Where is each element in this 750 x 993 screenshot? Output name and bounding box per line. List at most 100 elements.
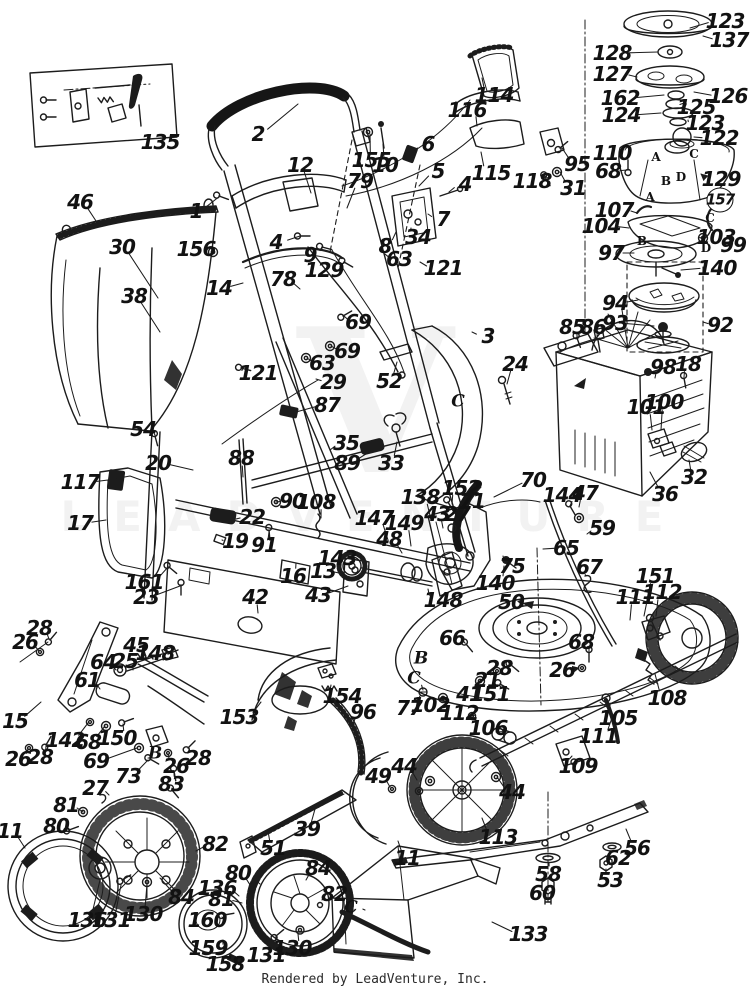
part-callout-C: C bbox=[407, 668, 421, 689]
part-callout-4: 4 bbox=[458, 172, 473, 196]
part-callout-161: 161 bbox=[124, 570, 165, 594]
part-callout-91: 91 bbox=[251, 533, 278, 557]
part-callout-33: 33 bbox=[378, 451, 405, 475]
part-callout-16: 16 bbox=[280, 564, 307, 588]
part-callout-53: 53 bbox=[597, 868, 624, 892]
part-callout-155: 155 bbox=[351, 148, 392, 172]
part-callout-1: 1 bbox=[189, 199, 204, 223]
part-callout-109: 109 bbox=[558, 754, 599, 778]
part-callout-106: 106 bbox=[468, 716, 509, 740]
part-callout-13: 13 bbox=[310, 559, 337, 583]
part-callout-69: 69 bbox=[345, 310, 372, 334]
part-callout-49: 49 bbox=[365, 764, 392, 788]
part-callout-149: 149 bbox=[384, 511, 425, 535]
part-callout-140: 140 bbox=[697, 256, 738, 280]
part-callout-94: 94 bbox=[602, 291, 629, 315]
part-callout-5: 5 bbox=[431, 159, 446, 183]
part-callout-152: 152 bbox=[441, 476, 482, 500]
part-callout-63: 63 bbox=[309, 351, 336, 375]
part-callout-133: 133 bbox=[508, 922, 549, 946]
part-callout-151: 151 bbox=[470, 682, 511, 706]
part-callout-19: 19 bbox=[222, 529, 249, 553]
part-callout-102: 102 bbox=[410, 693, 451, 717]
part-callout-D: D bbox=[700, 241, 712, 255]
part-callout-158: 158 bbox=[205, 952, 246, 976]
part-callout-131: 131 bbox=[91, 908, 132, 932]
part-callout-127: 127 bbox=[592, 62, 633, 86]
part-callout-89: 89 bbox=[334, 451, 361, 475]
part-callout-121: 121 bbox=[423, 256, 464, 280]
part-callout-148: 148 bbox=[135, 641, 176, 665]
part-callout-82: 82 bbox=[321, 882, 348, 906]
left-arm-linkage bbox=[19, 621, 209, 783]
part-callout-34: 34 bbox=[405, 225, 432, 249]
part-callout-108: 108 bbox=[296, 490, 337, 514]
part-callout-68: 68 bbox=[568, 630, 595, 654]
part-callout-101: 101 bbox=[626, 395, 667, 419]
part-callout-159: 159 bbox=[188, 936, 229, 960]
footer-credit: Rendered by LeadVenture, Inc. bbox=[261, 972, 489, 987]
part-callout-C: C bbox=[344, 897, 358, 918]
part-callout-26: 26 bbox=[549, 658, 576, 682]
part-callout-67: 67 bbox=[576, 555, 603, 579]
part-callout-B: B bbox=[147, 743, 163, 764]
part-callout-157: 157 bbox=[706, 187, 735, 213]
part-callout-137: 137 bbox=[709, 28, 750, 52]
part-callout-128: 128 bbox=[592, 41, 633, 65]
part-callout-156: 156 bbox=[176, 237, 217, 261]
part-callout-52: 52 bbox=[376, 369, 403, 393]
part-callout-C: C bbox=[451, 391, 465, 412]
part-callout-84: 84 bbox=[168, 885, 195, 909]
part-callout-138: 138 bbox=[400, 485, 441, 509]
part-callout-144: 144 bbox=[542, 483, 583, 507]
part-callout-43: 43 bbox=[305, 583, 332, 607]
part-callout-122: 122 bbox=[699, 126, 740, 150]
part-callout-8: 8 bbox=[378, 234, 393, 258]
part-callout-111: 111 bbox=[578, 724, 619, 748]
part-callout-130: 130 bbox=[123, 902, 164, 926]
part-callout-38: 38 bbox=[121, 284, 148, 308]
part-callout-80: 80 bbox=[43, 814, 70, 838]
clutch-stack bbox=[584, 10, 735, 333]
part-callout-92: 92 bbox=[707, 313, 734, 337]
part-callout-75: 75 bbox=[499, 554, 526, 578]
part-callout-29: 29 bbox=[320, 370, 347, 394]
part-callout-116: 116 bbox=[447, 98, 488, 122]
part-callout-80: 80 bbox=[225, 861, 252, 885]
part-callout-151: 151 bbox=[635, 564, 676, 588]
part-callout-77: 77 bbox=[396, 696, 423, 720]
part-callout-21: 21 bbox=[474, 668, 501, 692]
part-callout-71: 71 bbox=[459, 489, 486, 513]
part-callout-79: 79 bbox=[347, 169, 374, 193]
part-callout-B: B bbox=[660, 174, 672, 188]
grass-bag bbox=[50, 198, 219, 432]
part-callout-124: 124 bbox=[601, 103, 642, 127]
part-callout-111: 111 bbox=[615, 585, 656, 609]
part-callout-131: 131 bbox=[246, 943, 287, 967]
part-callout-54: 54 bbox=[130, 417, 157, 441]
part-callout-160: 160 bbox=[187, 908, 228, 932]
part-callout-45: 45 bbox=[123, 633, 150, 657]
part-callout-99: 99 bbox=[720, 233, 747, 257]
part-callout-11: 11 bbox=[394, 846, 421, 870]
side-panels bbox=[98, 429, 341, 665]
part-callout-10: 10 bbox=[372, 153, 399, 177]
part-callout-56: 56 bbox=[624, 836, 651, 860]
part-callout-86: 86 bbox=[580, 315, 607, 339]
part-callout-98: 98 bbox=[650, 355, 677, 379]
part-callout-26: 26 bbox=[163, 754, 190, 778]
part-callout-130: 130 bbox=[272, 936, 313, 960]
part-callout-27: 27 bbox=[82, 776, 109, 800]
part-callout-62: 62 bbox=[605, 846, 632, 870]
part-callout-C: C bbox=[705, 211, 715, 225]
part-callout-112: 112 bbox=[439, 701, 480, 725]
part-callout-121: 121 bbox=[238, 361, 279, 385]
part-callout-113: 113 bbox=[478, 825, 519, 849]
right-wheels-adjuster bbox=[349, 591, 739, 846]
part-callout-58: 58 bbox=[535, 862, 562, 886]
part-callout-2: 2 bbox=[251, 122, 266, 146]
part-callout-11: 11 bbox=[0, 819, 24, 843]
part-callout-117: 117 bbox=[60, 470, 101, 494]
leader-lines bbox=[17, 22, 713, 961]
